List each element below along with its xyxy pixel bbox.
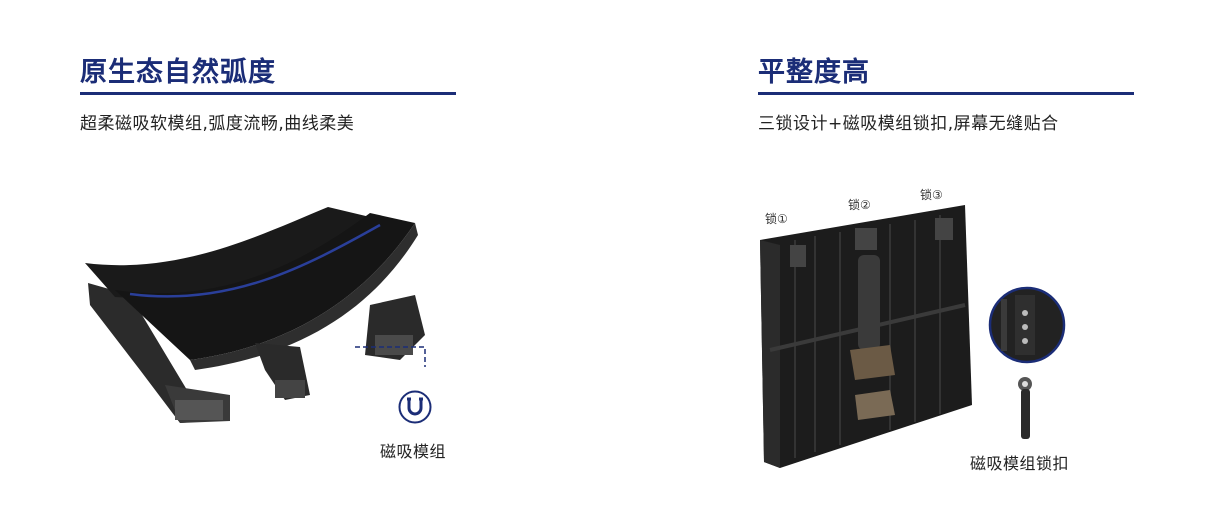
left-subtitle: 超柔磁吸软模组,弧度流畅,曲线柔美 xyxy=(80,114,355,134)
magnet-icon xyxy=(398,390,432,424)
right-caption: 磁吸模组锁扣 xyxy=(970,454,1070,473)
right-subtitle: 三锁设计+磁吸模组锁扣,屏幕无缝贴合 xyxy=(758,114,1059,134)
lock-detail-zoom xyxy=(988,286,1066,364)
cabinet-rear-image xyxy=(760,205,972,468)
left-caption: 磁吸模组 xyxy=(380,442,447,461)
right-title-rule xyxy=(758,92,1134,95)
lock-label-3: 锁③ xyxy=(920,188,943,202)
left-title: 原生态自然弧度 xyxy=(80,57,276,88)
lock-label-2: 锁② xyxy=(848,198,871,212)
magnetic-lock-pin xyxy=(1018,377,1032,439)
flexible-module-image xyxy=(85,207,426,423)
left-title-rule xyxy=(80,92,456,95)
lock-label-1: 锁① xyxy=(765,212,788,226)
right-title: 平整度高 xyxy=(758,57,870,88)
